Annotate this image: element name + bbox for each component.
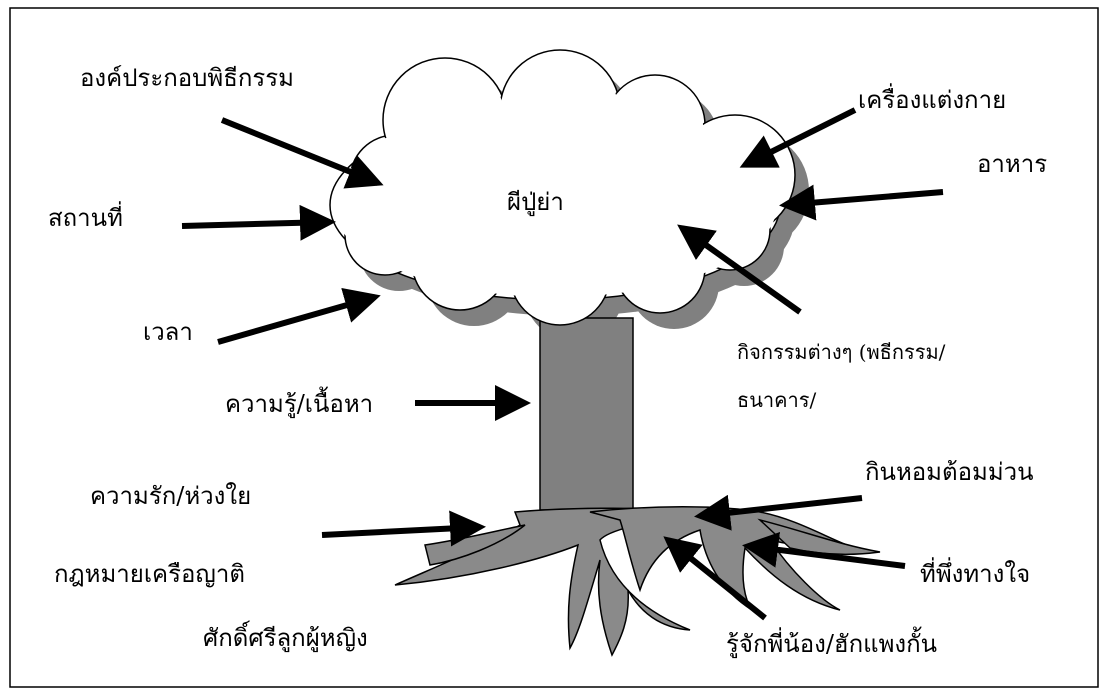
label-love-care: ความรัก/ห่วงใย bbox=[90, 482, 252, 510]
arrow-know-siblings bbox=[663, 536, 767, 621]
label-time: เวลา bbox=[143, 318, 193, 346]
arrow-food bbox=[779, 184, 944, 221]
arrow-spiritual-refuge bbox=[742, 531, 906, 569]
arrow-eat-together bbox=[694, 494, 863, 531]
label-activities-line1: กิจกรรมต่างๆ (พธีกรรม/ bbox=[737, 340, 946, 364]
label-know-siblings: รู้จักพี่น้อง/ฮักแพงกั้น bbox=[726, 630, 938, 658]
arrow-time bbox=[217, 287, 381, 345]
arrow-clothing bbox=[739, 107, 857, 168]
label-spiritual-refuge: ที่พึ่งทางใจ bbox=[920, 560, 1031, 588]
label-knowledge: ความรู้/เนื้อหา bbox=[225, 390, 374, 418]
label-eat-together: กินหอมต้อมม่วน bbox=[865, 458, 1034, 486]
tree-trunk bbox=[539, 317, 634, 511]
arrow-ritual-components bbox=[220, 117, 384, 189]
arrow-activities bbox=[677, 224, 802, 315]
label-activities-line2: ธนาคาร/ bbox=[737, 388, 817, 412]
arrow-place bbox=[181, 204, 336, 241]
label-women-dignity: ศักดิ์ศรีลูกผู้หญิง bbox=[203, 624, 368, 652]
label-ritual-components: องค์ประกอบพิธีกรรม bbox=[80, 64, 294, 92]
label-food: อาหาร bbox=[977, 150, 1048, 178]
arrow-love-care bbox=[321, 510, 486, 547]
label-kinship-law: กฎหมายเครือญาติ bbox=[54, 560, 245, 588]
label-clothing: เครื่องแต่งกาย bbox=[858, 86, 1007, 114]
arrows bbox=[181, 107, 944, 621]
label-place: สถานที่ bbox=[48, 204, 123, 232]
center-label: ผีปู่ย่า bbox=[507, 188, 564, 216]
outer-border bbox=[9, 7, 1099, 688]
cloud-fill bbox=[333, 52, 793, 323]
